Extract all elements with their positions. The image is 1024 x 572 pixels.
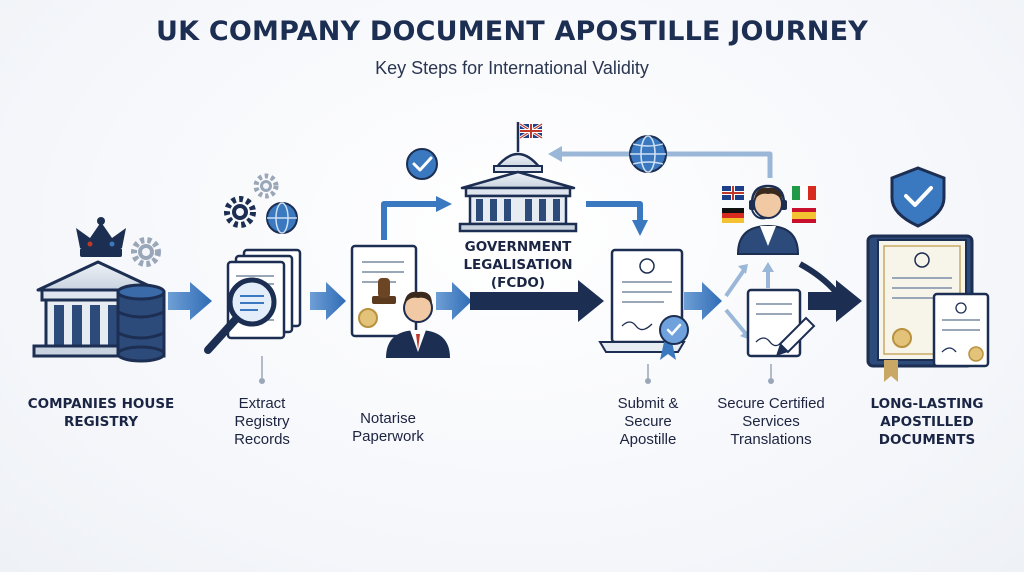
gear-icon: [131, 237, 161, 267]
flag-germany-icon: [722, 208, 744, 223]
flow-arrow-2: [310, 282, 346, 320]
flow-arrow-1: [168, 282, 212, 320]
shield-check-icon: [890, 166, 946, 228]
step-label-companies-house: COMPANIES HOUSE REGISTRY: [27, 396, 175, 430]
pen-icon: [776, 316, 816, 356]
globe-icon: [266, 202, 298, 234]
flag-italy-icon: [792, 186, 816, 200]
step-label-submit-apostille: Submit & Secure Apostille: [617, 395, 679, 448]
gov-to-apostille-arrow: [586, 201, 643, 222]
flow-arrow-3: [436, 282, 472, 320]
step-label-translations: Secure Certified Services Translations: [717, 395, 825, 448]
step-connectors: [259, 356, 774, 384]
seal-ribbon-icon: [659, 315, 689, 360]
globe-large-icon: [629, 135, 667, 173]
flow-arrow-5: [684, 282, 722, 320]
translator-icon: [722, 184, 816, 358]
gear-tiny-icon: [253, 173, 279, 199]
database-icon: [116, 283, 166, 363]
main-flow-arrow: [470, 280, 604, 322]
page-subtitle: Key Steps for International Validity: [375, 58, 649, 78]
flag-uk-small-icon: [722, 186, 744, 200]
apostille-document-icon: [598, 248, 689, 360]
step-label-extract-records: Extract Registry Records: [234, 395, 290, 448]
step-label-final-documents: LONG-LASTING APOSTILLED DOCUMENTS: [870, 396, 984, 448]
notary-person-icon: [386, 291, 450, 358]
headset-person-icon: [736, 184, 800, 255]
extract-records-icon: [204, 173, 302, 354]
step-label-government-legalisation: GOVERNMENT LEGALISATION (FCDO): [463, 239, 573, 291]
crown-icon: [76, 217, 126, 257]
stamp-icon: [372, 278, 396, 304]
page-title: UK COMPANY DOCUMENT APOSTILLE JOURNEY: [156, 16, 868, 47]
gear-small-icon: [224, 196, 256, 228]
final-documents-icon: [866, 166, 990, 382]
magnifier-icon: [204, 277, 277, 354]
flag-spain-icon: [792, 208, 816, 223]
government-building-icon: [458, 122, 578, 233]
branch-arrow-up: [381, 201, 438, 240]
uk-flag-icon: [519, 122, 543, 140]
step-label-notarise: Notarise Paperwork: [352, 410, 424, 445]
check-badge-icon: [406, 148, 438, 180]
notary-icon: [350, 244, 450, 358]
companies-house-building-icon: [32, 217, 166, 363]
final-flow-arrow: [798, 261, 839, 295]
